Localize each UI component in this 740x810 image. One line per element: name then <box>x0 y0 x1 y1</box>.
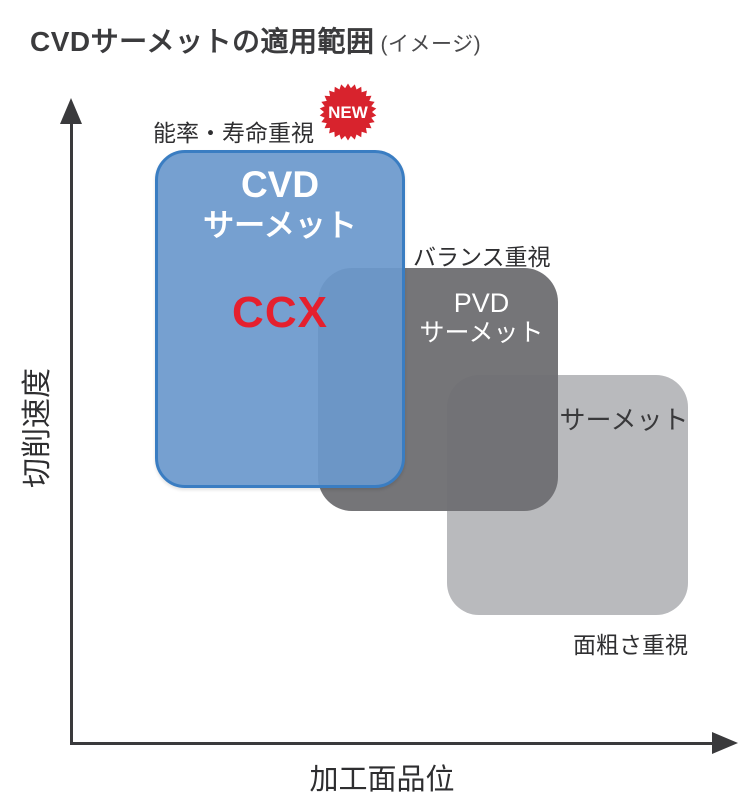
page-title-note: (イメージ) <box>380 33 482 56</box>
x-axis-arrow-icon <box>712 732 738 754</box>
annotation-surface-roughness: 面粗さ重視 <box>573 632 688 658</box>
page-title: CVDサーメットの適用範囲(イメージ) <box>30 20 481 60</box>
y-axis <box>70 120 73 745</box>
x-axis-label: 加工面品位 <box>309 764 455 796</box>
region-cvd <box>155 150 405 488</box>
x-axis <box>70 742 722 745</box>
y-axis-label: 切削速度 <box>21 368 54 488</box>
cvd-name-line1: CVD <box>240 164 320 205</box>
annotation-efficiency-life: 能率・寿命重視 <box>153 120 314 146</box>
page-title-text: CVDサーメットの適用範囲 <box>30 26 375 57</box>
annotation-balance: バランス重視 <box>413 244 551 270</box>
pvd-name-line1: PVD <box>453 288 510 318</box>
new-badge: NEW <box>319 83 377 141</box>
cvd-name-line2: サーメット <box>203 208 357 243</box>
new-badge-burst-icon <box>319 83 377 141</box>
pvd-name-line2: サーメット <box>419 319 544 347</box>
cermet-region-name: サーメット <box>559 405 689 435</box>
cvd-region-name: CVD サーメット <box>155 163 405 245</box>
y-axis-arrow-icon <box>60 98 82 124</box>
pvd-region-name: PVD サーメット <box>405 288 558 348</box>
new-badge-text: NEW <box>328 103 369 122</box>
ccx-product-label: CCX <box>232 288 328 337</box>
